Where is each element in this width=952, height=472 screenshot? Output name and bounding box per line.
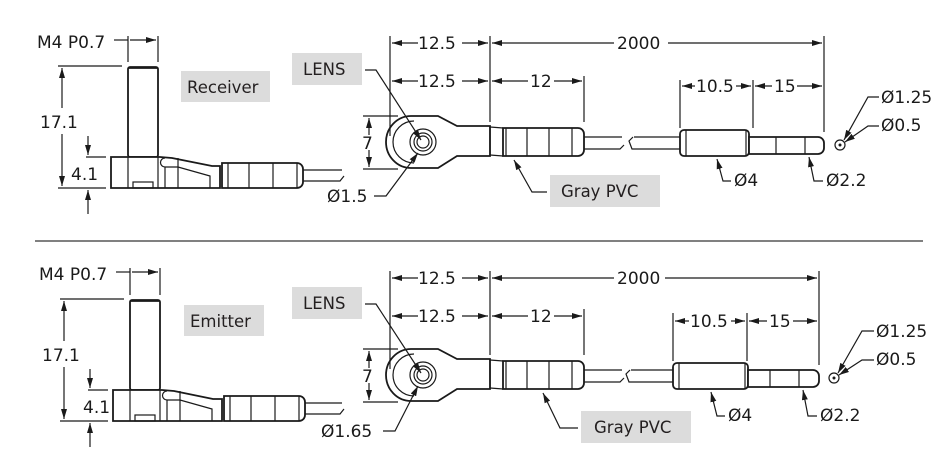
- dim-head-overall: 12.5: [418, 269, 456, 289]
- emitter-side-view: M4 P0.7 17.1 4.1 Emitter: [39, 265, 345, 447]
- cable-label-box: [581, 411, 691, 443]
- height-total-label: 17.1: [40, 113, 78, 133]
- cable-label: Gray PVC: [561, 182, 638, 201]
- dim-head-width: 7: [362, 134, 373, 154]
- fiber-end-view: [834, 139, 846, 151]
- sensor-head: [385, 348, 491, 402]
- lens-label: LENS: [303, 294, 345, 313]
- dim-sleeve: 12: [530, 307, 552, 327]
- dim-head-to-sleeve: 12.5: [418, 307, 456, 327]
- thread-label: M4 P0.7: [39, 265, 107, 285]
- emitter-section: M4 P0.7 17.1 4.1 Emitter: [39, 265, 927, 447]
- receiver-title-box: [181, 71, 270, 102]
- receiver-top-view: 12.5 2000 12.5 12 7 LENS Ø1.5 Gr: [292, 34, 932, 207]
- height-base-label: 4.1: [71, 165, 98, 185]
- cable-label: Gray PVC: [594, 418, 671, 437]
- cable: [584, 369, 625, 383]
- lens-label-box: [292, 53, 362, 85]
- dim-cable-length: 2000: [617, 269, 660, 289]
- lens-diameter-label: Ø1.5: [327, 187, 367, 207]
- ferrule-tip: [747, 369, 820, 388]
- dim-head-width: 7: [362, 367, 373, 387]
- lens-label-box: [292, 287, 362, 319]
- ferrule-tip-diameter: Ø2.2: [820, 406, 860, 426]
- height-total-label: 17.1: [42, 346, 80, 366]
- lens-diameter-label: Ø1.65: [321, 422, 372, 442]
- end-inner-diameter: Ø0.5: [881, 116, 921, 136]
- cable: [584, 136, 625, 150]
- dim-cable-length: 2000: [617, 34, 660, 54]
- ferrule-body: [672, 362, 749, 390]
- cable-label-box: [550, 175, 660, 207]
- dim-head-overall: 12.5: [418, 34, 456, 54]
- lens-label: LENS: [303, 60, 345, 79]
- receiver-section: M4 P0.7 17.1 4.1 Receiver: [37, 33, 932, 214]
- emitter-title-box: [184, 305, 264, 336]
- lens-icon: [416, 135, 430, 149]
- end-outer-diameter: Ø1.25: [881, 88, 932, 108]
- thread-label: M4 P0.7: [37, 33, 105, 53]
- gray-pvc-sleeve: [502, 127, 585, 157]
- cable-stub: [305, 402, 345, 415]
- height-base-label: 4.1: [83, 398, 110, 418]
- sleeve-boot: [221, 162, 304, 189]
- dim-ferrule-b: 15: [774, 77, 796, 97]
- emitter-top-view: 12.5 2000 12.5 12 7 LENS Ø1.65 Gray PVC: [292, 269, 927, 443]
- ferrule-body: [679, 129, 750, 157]
- gray-pvc-sleeve: [502, 360, 585, 390]
- lens-icon: [416, 368, 430, 382]
- cable-stub: [303, 169, 345, 182]
- ferrule-tip-diameter: Ø2.2: [826, 171, 866, 191]
- dim-sleeve: 12: [530, 72, 552, 92]
- receiver-title: Receiver: [187, 78, 259, 97]
- ferrule-body-diameter: Ø4: [728, 406, 752, 426]
- dim-ferrule-b: 15: [769, 312, 791, 332]
- sensor-head: [385, 115, 491, 169]
- sleeve-boot: [223, 395, 306, 422]
- pin-shaft: [127, 66, 159, 158]
- dim-ferrule-a: 10.5: [690, 312, 728, 332]
- dim-head-to-sleeve: 12.5: [418, 72, 456, 92]
- pin-shaft: [129, 299, 161, 391]
- lens-outer-ring: [409, 361, 437, 389]
- ferrule-body-diameter: Ø4: [734, 171, 758, 191]
- receiver-side-view: M4 P0.7 17.1 4.1 Receiver: [37, 33, 345, 214]
- ferrule-tip: [748, 136, 825, 155]
- dim-ferrule-a: 10.5: [696, 77, 734, 97]
- fiber-end-view: [828, 372, 840, 384]
- end-outer-diameter: Ø1.25: [876, 322, 927, 342]
- end-inner-diameter: Ø0.5: [876, 350, 916, 370]
- emitter-title: Emitter: [190, 312, 251, 331]
- lens-outer-ring: [409, 128, 437, 156]
